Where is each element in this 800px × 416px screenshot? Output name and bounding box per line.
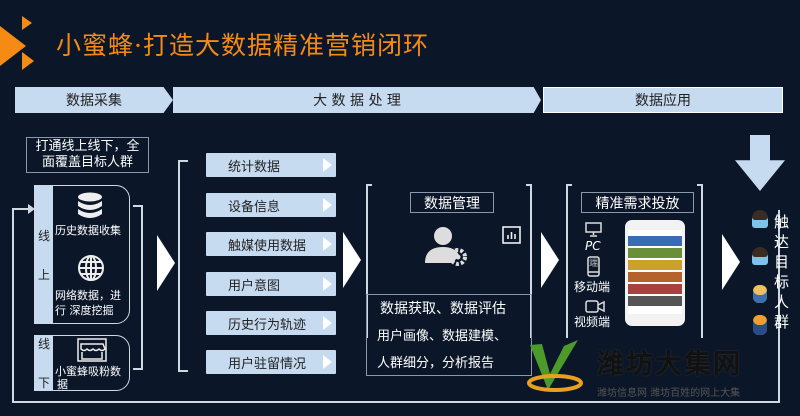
arrow-right-icon [323, 198, 332, 212]
feedback-arrow-icon [12, 208, 32, 210]
label-char: 线 [37, 228, 50, 243]
management-box [366, 294, 532, 376]
management-line: 数据获取、数据评估 [380, 301, 506, 317]
sources-bracket [133, 205, 143, 370]
char: 人 [774, 293, 790, 311]
target-audience-label: 触达目标人群 [774, 212, 792, 332]
flow-arrow-icon [541, 232, 559, 288]
online-sources: 线上 历史数据收集 网络数据，进 行 深度挖掘 [34, 185, 130, 324]
offline-item: 小蜜蜂吸粉数 [55, 365, 121, 378]
management-line: 人群细分，分析报告 [377, 356, 495, 371]
phone-icon [587, 256, 600, 277]
flow-arrow-icon [157, 235, 175, 291]
processing-item[interactable]: 设备信息 [206, 193, 336, 217]
arrow-right-icon [323, 158, 332, 172]
caption-box: 打通线上线下，全 面覆盖目标人群 [26, 137, 149, 173]
label-char: 下 [37, 376, 50, 390]
person-icon [752, 210, 768, 228]
offline-item: 据 [57, 378, 68, 391]
item-label: 用户意图 [228, 278, 281, 294]
item-label: 设备信息 [228, 199, 281, 215]
globe-icon [78, 255, 104, 281]
channel-pc-suffix: 端 [589, 259, 599, 269]
caption-line: 面覆盖目标人群 [41, 155, 133, 170]
management-line: 用户画像、数据建模、 [377, 329, 508, 344]
page-title: 小蜜蜂·打造大数据精准营销闭环 [56, 31, 429, 60]
arrow-right-icon [323, 316, 332, 330]
processing-bracket [178, 160, 188, 372]
item-label: 历史行为轨迹 [228, 317, 307, 333]
item-label: 用户驻留情况 [228, 356, 307, 372]
stage-application: 数据应用 [543, 87, 783, 113]
char: 达 [774, 233, 790, 251]
arrow-right-icon [323, 277, 332, 291]
video-icon [585, 300, 605, 313]
delivery-bracket [566, 184, 703, 338]
person-icon [753, 285, 767, 303]
label-char: 上 [37, 267, 50, 282]
feedback-arrowhead-icon [28, 204, 35, 214]
offline-label: 线下 [35, 336, 53, 390]
channel-video: 视频端 [574, 315, 611, 329]
flow-arrow-icon [722, 234, 740, 290]
processing-item[interactable]: 历史行为轨迹 [206, 311, 336, 335]
person-icon [752, 247, 768, 265]
phone-mockup [625, 220, 685, 326]
char: 目 [774, 253, 790, 271]
channel-pc: PC [585, 239, 601, 253]
label-char: 线 [37, 337, 50, 351]
channel-mobile: 移动端 [574, 280, 611, 294]
stage-processing: 大 数 据 处 理 [173, 87, 541, 113]
char: 标 [774, 273, 790, 291]
processing-item[interactable]: 触媒使用数据 [206, 232, 336, 256]
monitor-icon [585, 222, 602, 237]
flow-arrow-icon [343, 232, 361, 288]
processing-item[interactable]: 用户意图 [206, 272, 336, 296]
caption-line: 打通线上线下，全 [35, 139, 140, 154]
watermark-slogan: 潍坊信息网 潍坊百姓的网上大集 [597, 388, 741, 399]
management-bracket [366, 184, 532, 338]
online-label: 线上 [35, 186, 53, 323]
offline-sources: 线下 小蜜蜂吸粉数 据 [34, 335, 130, 391]
online-item: 历史数据收集 [55, 224, 121, 237]
char: 触 [774, 213, 790, 231]
watermark-logo-icon [527, 340, 583, 392]
char: 群 [774, 313, 790, 331]
processing-item[interactable]: 统计数据 [206, 153, 336, 177]
down-arrow-icon [735, 135, 785, 191]
item-label: 触媒使用数据 [228, 238, 307, 254]
user-settings-icon [425, 227, 467, 266]
chart-icon [502, 226, 521, 244]
item-label: 统计数据 [228, 159, 281, 175]
person-icon [753, 315, 767, 335]
management-title: 数据管理 [410, 192, 494, 213]
database-icon [78, 192, 102, 218]
watermark-brand: 潍坊大集网 [597, 349, 742, 380]
store-icon [77, 338, 107, 362]
delivery-title: 精准需求投放 [581, 192, 694, 213]
processing-item[interactable]: 用户驻留情况 [206, 350, 336, 374]
online-item: 行 深度挖掘 [55, 304, 114, 317]
arrow-right-icon [323, 355, 332, 369]
feedback-loop-line [12, 210, 780, 403]
stage-collection: 数据采集 [15, 87, 173, 113]
arrow-right-icon [323, 237, 332, 251]
online-item: 网络数据，进 [55, 289, 121, 302]
